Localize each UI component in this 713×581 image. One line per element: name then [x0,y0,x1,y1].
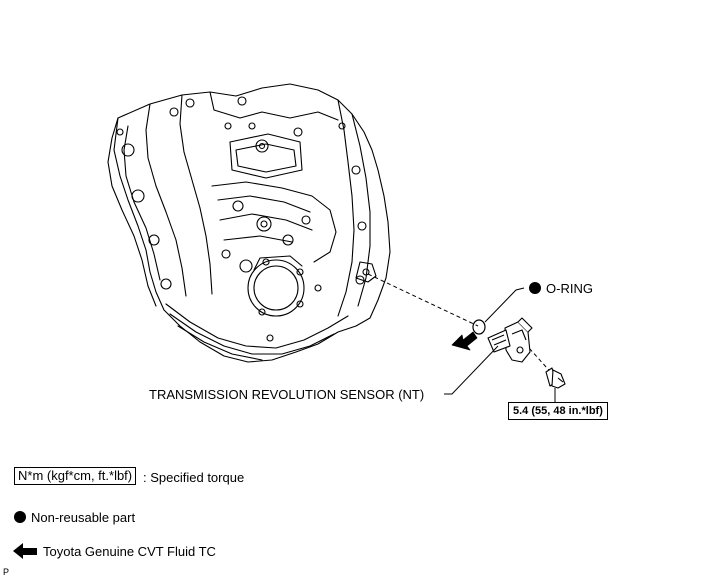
o-ring-part [472,319,486,335]
revolution-sensor-part [487,317,533,363]
torque-spec-box: 5.4 (55, 48 in.*lbf) [508,402,608,421]
install-guide-line [367,273,479,327]
corner-mark: P [3,567,10,577]
mounting-bolt-part [545,367,566,389]
legend-non-reusable-desc: Non-reusable part [31,510,136,525]
legend-fluid-desc: Toyota Genuine CVT Fluid TC [43,544,216,559]
legend-torque-unit-box: N*m (kgf*cm, ft.*lbf) [14,467,137,486]
legend-non-reusable-dot-icon [14,511,26,523]
transmission-assembly-illustration [107,83,391,363]
sensor-label: TRANSMISSION REVOLUTION SENSOR (NT) [149,387,425,402]
torque-spec-value: 5.4 (55, 48 in.*lbf) [513,405,603,417]
fluid-apply-arrow-icon [451,331,478,351]
o-ring-leader [484,287,525,323]
non-reusable-dot-icon [529,282,541,294]
sensor-leader [444,345,499,395]
legend-torque-desc: : Specified torque [143,470,245,485]
legend-fluid-arrow-icon [13,543,37,559]
o-ring-label: O-RING [546,281,593,296]
legend-torque-unit: N*m (kgf*cm, ft.*lbf) [18,468,133,483]
